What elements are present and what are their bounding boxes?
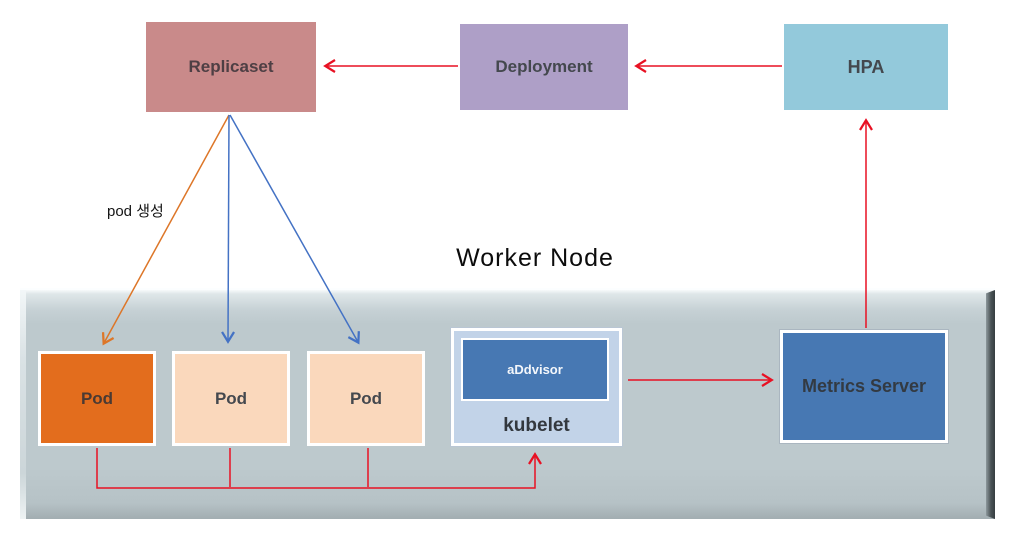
worker-node-right-bevel bbox=[986, 290, 995, 519]
node-hpa: HPA bbox=[784, 24, 948, 110]
node-kubelet: aDdvisor kubelet bbox=[450, 327, 623, 447]
node-pod-1: Pod bbox=[38, 351, 156, 446]
node-cadvisor-label: aDdvisor bbox=[507, 362, 563, 377]
node-replicaset-label: Replicaset bbox=[188, 57, 274, 76]
node-metrics-server-label: Metrics Server bbox=[801, 376, 927, 396]
node-pod-3: Pod bbox=[307, 351, 425, 446]
pod-creation-annotation: pod 생성 bbox=[107, 203, 164, 220]
node-cadvisor: aDdvisor bbox=[461, 338, 609, 401]
node-replicaset: Replicaset bbox=[146, 22, 316, 112]
node-metrics-server: Metrics Server bbox=[779, 329, 949, 444]
node-pod-3-label: Pod bbox=[349, 388, 383, 408]
worker-node-left-bevel bbox=[20, 290, 26, 519]
node-kubelet-label: kubelet bbox=[503, 415, 570, 436]
worker-node-title: Worker Node bbox=[456, 244, 614, 272]
node-pod-2: Pod bbox=[172, 351, 290, 446]
node-pod-2-label: Pod bbox=[214, 388, 248, 408]
node-hpa-label: HPA bbox=[847, 56, 885, 77]
node-pod-1-label: Pod bbox=[80, 388, 114, 408]
node-deployment-label: Deployment bbox=[495, 57, 593, 76]
node-deployment: Deployment bbox=[460, 24, 628, 110]
